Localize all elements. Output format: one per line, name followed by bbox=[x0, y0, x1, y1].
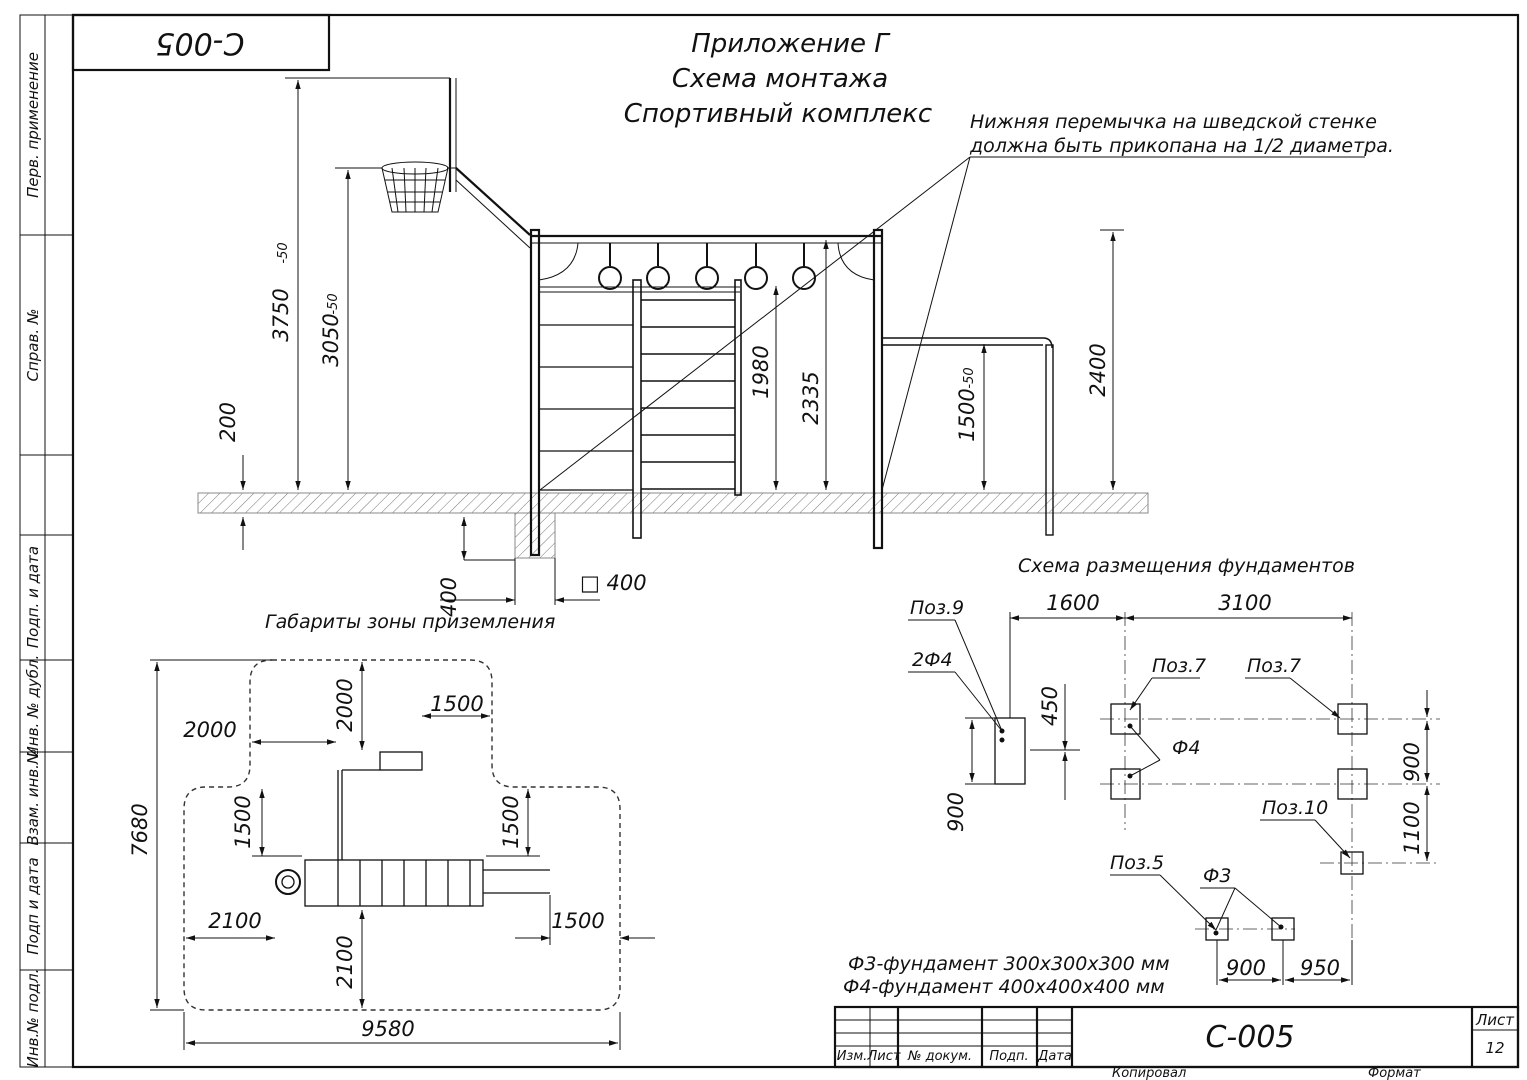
landing-title: Габариты зоны приземления bbox=[265, 611, 555, 633]
label-f3: Ф3 bbox=[1203, 865, 1231, 887]
right-post bbox=[872, 228, 884, 550]
fdim-900-right: 900 bbox=[1400, 742, 1424, 782]
stamp: Изм. Лист № докум. Подп. Дата С-005 Лист… bbox=[833, 1005, 1520, 1080]
margin-label-ref-no: Справ. № bbox=[24, 309, 42, 382]
legend-f4: Ф4-фундамент 400х400х400 мм bbox=[843, 976, 1165, 998]
title-block: Приложение Г Схема монтажа Спортивный ко… bbox=[624, 29, 932, 129]
margin-label-repl-inv: Взам. инв.№ bbox=[24, 748, 42, 845]
foundation-dimension-lines bbox=[965, 612, 1430, 985]
left-post bbox=[529, 228, 541, 557]
label-poz7-right: Поз.7 bbox=[1247, 655, 1301, 677]
stamp-sheet-label: Лист bbox=[1475, 1011, 1515, 1029]
foundation-leaders bbox=[908, 619, 1351, 931]
elevation-view: 3750 -50 3050 -50 200 1980 2335 1500 -50… bbox=[197, 77, 1149, 617]
foundations-title: Схема размещения фундаментов bbox=[1018, 555, 1355, 577]
dim-1500-tol: -50 bbox=[962, 367, 977, 388]
fdim-900-bottom: 900 bbox=[1226, 956, 1266, 980]
label-poz9: Поз.9 bbox=[910, 597, 964, 619]
dim-1500: 1500 bbox=[955, 388, 979, 441]
ground-hatch bbox=[197, 492, 1149, 514]
landing-dim-width: 9580 bbox=[361, 1017, 414, 1041]
landing-dim-height: 7680 bbox=[128, 803, 152, 856]
label-poz10: Поз.10 bbox=[1262, 797, 1328, 819]
foundation-labels: Поз.9 2Ф4 Поз.7 Поз.7 Ф4 Поз.10 Поз.5 Ф3 bbox=[910, 597, 1328, 887]
doc-code-upside: С-005 bbox=[155, 26, 244, 61]
dim-400: 400 bbox=[437, 577, 461, 617]
landing-boundary bbox=[183, 659, 621, 1011]
dim-3750: 3750 bbox=[269, 288, 293, 341]
landing-dim-right-top: 1500 bbox=[430, 692, 483, 716]
margin-label-dup-inv: Инв. № дубл. bbox=[24, 655, 42, 758]
margin-label-sign-date-2: Подп и дата bbox=[24, 857, 42, 954]
stamp-copied: Копировал bbox=[1112, 1066, 1186, 1080]
stamp-h-doc: № докум. bbox=[907, 1049, 972, 1064]
sheet-frame bbox=[19, 13, 1520, 1069]
dim-200: 200 bbox=[216, 402, 240, 442]
code-box-top: С-005 bbox=[71, 13, 331, 72]
title-line-2: Схема монтажа bbox=[672, 64, 888, 94]
margin-labels: Перв. применение Справ. № Подп. и дата И… bbox=[24, 52, 42, 1067]
horizontal-bar bbox=[882, 337, 1054, 536]
note-line-1: Нижняя перемычка на шведской стенке bbox=[970, 111, 1377, 133]
landing-dim-left-mid: 1500 bbox=[231, 795, 255, 848]
margin-label-first-use: Перв. применение bbox=[24, 52, 42, 198]
fdim-3100: 3100 bbox=[1218, 591, 1271, 615]
ladder bbox=[539, 279, 742, 539]
landing-dimension-lines bbox=[150, 659, 655, 1050]
foundation-axes bbox=[1100, 612, 1440, 950]
fdim-450: 450 bbox=[1038, 686, 1062, 726]
fdim-950: 950 bbox=[1300, 956, 1340, 980]
landing-zone-view: Габариты зоны приземления bbox=[128, 611, 655, 1050]
elevation-dim-labels: 3750 -50 3050 -50 200 1980 2335 1500 -50… bbox=[216, 242, 1110, 617]
dim-3750-tol: -50 bbox=[276, 242, 291, 263]
elevation-dimensions bbox=[240, 77, 1124, 605]
stamp-h-izm: Изм. bbox=[837, 1049, 868, 1064]
fdim-1600: 1600 bbox=[1046, 591, 1099, 615]
landing-dim-left-bottom: 2100 bbox=[208, 909, 261, 933]
title-line-1: Приложение Г bbox=[691, 29, 891, 59]
label-poz7-left: Поз.7 bbox=[1152, 655, 1206, 677]
landing-dim-right-mid: 1500 bbox=[499, 795, 523, 848]
dim-2335: 2335 bbox=[799, 371, 823, 424]
landing-dim-left-top: 2000 bbox=[183, 718, 236, 742]
foundation-dim-labels: 1600 3100 450 900 900 1100 900 950 bbox=[944, 591, 1424, 980]
stamp-h-date: Дата bbox=[1037, 1049, 1072, 1064]
dim-2400: 2400 bbox=[1086, 343, 1110, 396]
label-2f4: 2Ф4 bbox=[912, 649, 953, 671]
foundation-legend: Ф3-фундамент 300х300х300 мм Ф4-фундамент… bbox=[843, 953, 1170, 998]
equipment-plan bbox=[275, 751, 550, 907]
stamp-sheet-no: 12 bbox=[1485, 1039, 1504, 1057]
label-poz5: Поз.5 bbox=[1110, 852, 1164, 874]
gym-rings bbox=[598, 243, 816, 290]
label-f4: Ф4 bbox=[1172, 737, 1200, 759]
dim-1980: 1980 bbox=[749, 345, 773, 398]
dim-3050: 3050 bbox=[319, 313, 343, 366]
dim-square-400: □ 400 bbox=[580, 571, 647, 595]
margin-label-sign-date-1: Подп. и дата bbox=[24, 546, 42, 648]
installation-note: Нижняя перемычка на шведской стенке долж… bbox=[539, 111, 1394, 491]
landing-dim-bottom: 2100 bbox=[333, 935, 357, 988]
fdim-900-left: 900 bbox=[944, 792, 968, 832]
foundations-view: Схема размещения фундаментов bbox=[908, 555, 1440, 985]
landing-dim-top: 2000 bbox=[333, 678, 357, 731]
fdim-1100: 1100 bbox=[1400, 801, 1424, 854]
stamp-h-sign: Подп. bbox=[989, 1049, 1028, 1064]
legend-f3: Ф3-фундамент 300х300х300 мм bbox=[848, 953, 1170, 975]
margin-label-orig-inv: Инв.№ подл. bbox=[24, 969, 42, 1068]
dim-3050-tol: -50 bbox=[326, 293, 341, 314]
foundation-posts bbox=[999, 723, 1284, 936]
foundation-hatch bbox=[514, 512, 556, 559]
title-line-3: Спортивный комплекс bbox=[624, 99, 932, 129]
stamp-format: Формат bbox=[1368, 1066, 1421, 1080]
landing-dim-right-bottom: 1500 bbox=[551, 909, 604, 933]
stamp-h-list: Лист bbox=[867, 1049, 901, 1064]
landing-dim-labels: 2000 2000 1500 1500 1500 7680 2100 2100 … bbox=[128, 678, 605, 1041]
basket-net bbox=[381, 161, 449, 213]
stamp-code: С-005 bbox=[1205, 1020, 1294, 1055]
note-line-2: должна быть прикопана на 1/2 диаметра. bbox=[969, 135, 1394, 157]
